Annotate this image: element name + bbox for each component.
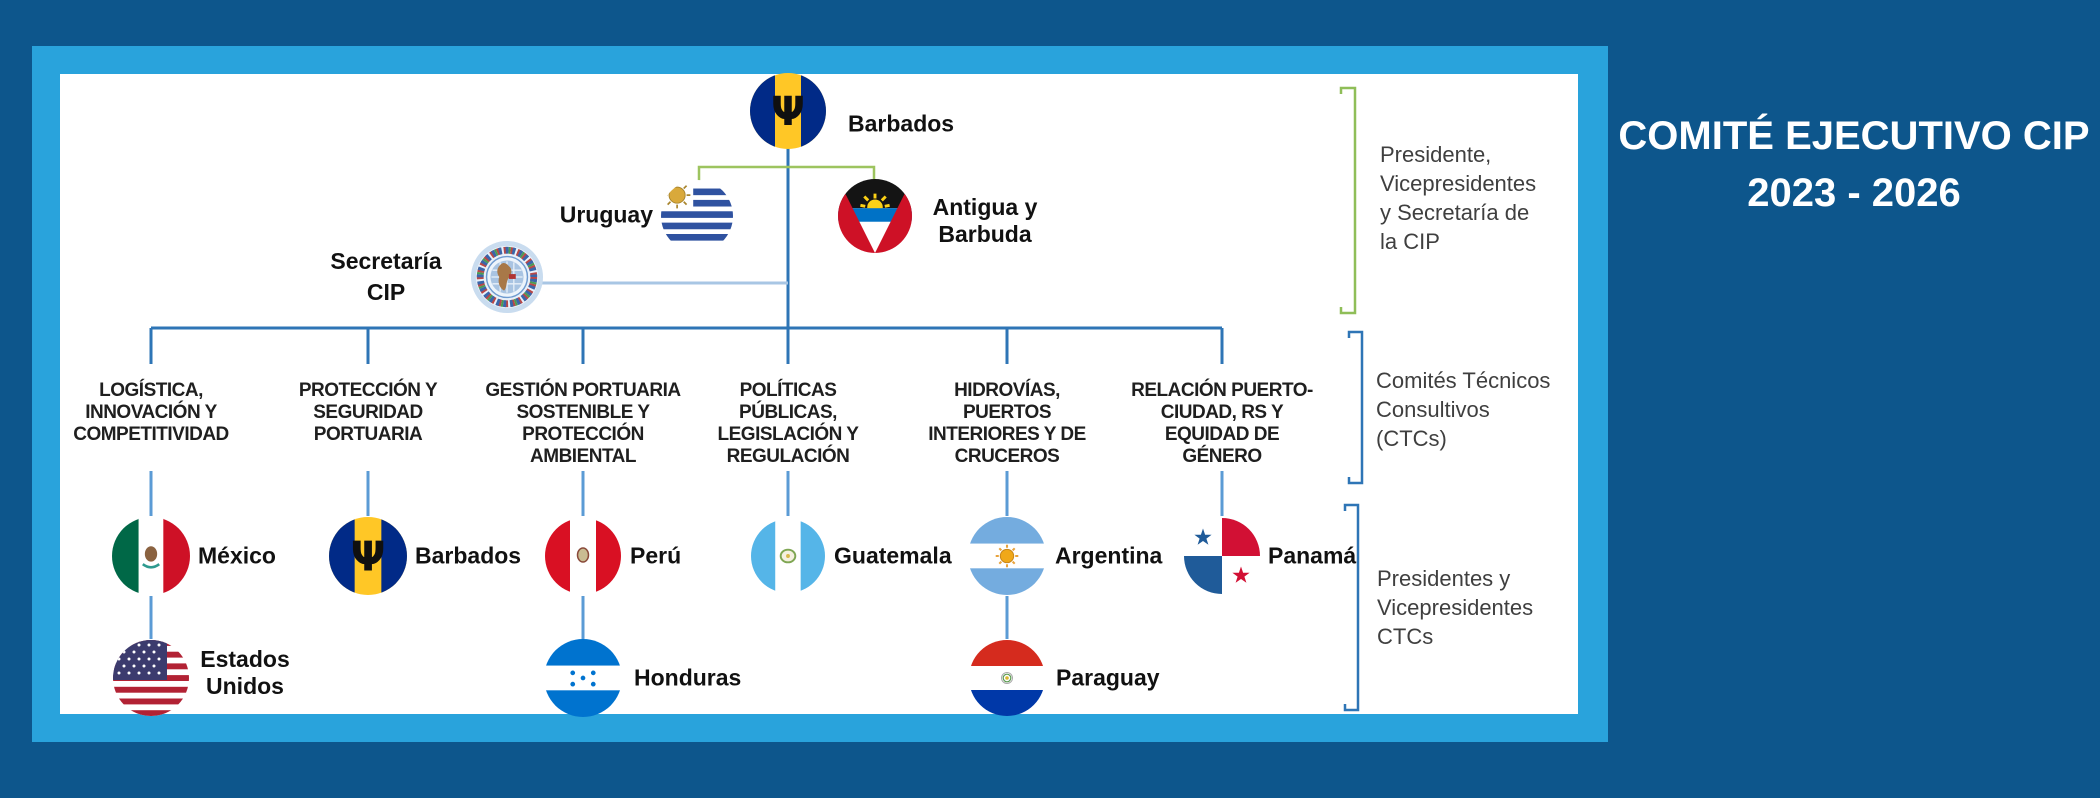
vicepresident-uruguay-label: Uruguay <box>559 201 653 228</box>
svg-text:Ψ: Ψ <box>771 89 805 135</box>
committee-name-hidrovias: HIDROVÍAS, PUERTOS INTERIORES Y DE CRUCE… <box>928 380 1086 467</box>
ctc-president-guatemala-label: Guatemala <box>834 542 952 569</box>
committee-name-relacion: RELACIÓN PUERTO- CIUDAD, RS Y EQUIDAD DE… <box>1131 380 1313 467</box>
page-title-line-2: 2023 - 2026 <box>1747 171 1961 215</box>
president-country-label: Barbados <box>848 110 955 137</box>
secretariat-label: Secretaría CIP <box>330 248 442 305</box>
flag-peru-icon <box>545 518 621 594</box>
flag-antigua-barbuda-icon <box>838 179 912 253</box>
ctc-president-argentina-label: Argentina <box>1055 542 1163 569</box>
flag-panama-icon <box>1184 518 1260 594</box>
ctc-president-mexico-label: México <box>198 542 276 569</box>
ctc-president-peru-label: Perú <box>630 542 682 569</box>
ctc-president-barbados-label: Barbados <box>415 542 522 569</box>
secretaria-cip-seal-icon <box>470 240 544 314</box>
vicepresident-antigua-label: Antigua y Barbuda <box>932 194 1038 247</box>
flag-argentina-icon <box>968 517 1046 595</box>
ctc-vicepresident-honduras-label: Honduras <box>634 664 742 691</box>
flag-usa-icon <box>113 640 189 716</box>
flag-mexico-icon <box>112 517 190 595</box>
flag-paraguay-icon <box>969 640 1045 716</box>
ctc-vicepresident-usa-label: Estados Unidos <box>200 646 290 699</box>
flag-barbados-icon: Ψ <box>329 517 407 595</box>
ctc-bracket-label: Comités Técnicos Consultivos (CTCs) <box>1376 368 1551 451</box>
page-title-line-1: COMITÉ EJECUTIVO CIP <box>1618 114 2090 158</box>
ctc-president-panama-label: Panamá <box>1268 542 1357 569</box>
committee-name-logistica: LOGÍSTICA, INNOVACIÓN Y COMPETITIVIDAD <box>73 380 229 445</box>
committee-name-proteccion: PROTECCIÓN Y SEGURIDAD PORTUARIA <box>298 380 438 445</box>
committee-name-gestion: GESTIÓN PORTUARIA SOSTENIBLE Y PROTECCIÓ… <box>485 380 681 467</box>
ctc-vicepresident-paraguay-label: Paraguay <box>1056 664 1160 691</box>
page-title: COMITÉ EJECUTIVO CIP 2023 - 2026 <box>1608 108 2100 222</box>
svg-text:Ψ: Ψ <box>351 532 386 580</box>
flag-guatemala-icon <box>751 519 825 593</box>
ctc-officers-bracket-label: Presidentes y Vicepresidentes CTCs <box>1377 566 1534 649</box>
flag-barbados-icon: Ψ <box>750 73 826 149</box>
committee-name-politicas: POLÍTICAS PÚBLICAS, LEGISLACIÓN Y REGULA… <box>717 380 859 467</box>
flag-honduras-icon <box>544 639 622 717</box>
executive-bracket-label: Presidente, Vicepresidentes y Secretaría… <box>1380 142 1537 254</box>
flag-uruguay-icon <box>661 180 733 252</box>
